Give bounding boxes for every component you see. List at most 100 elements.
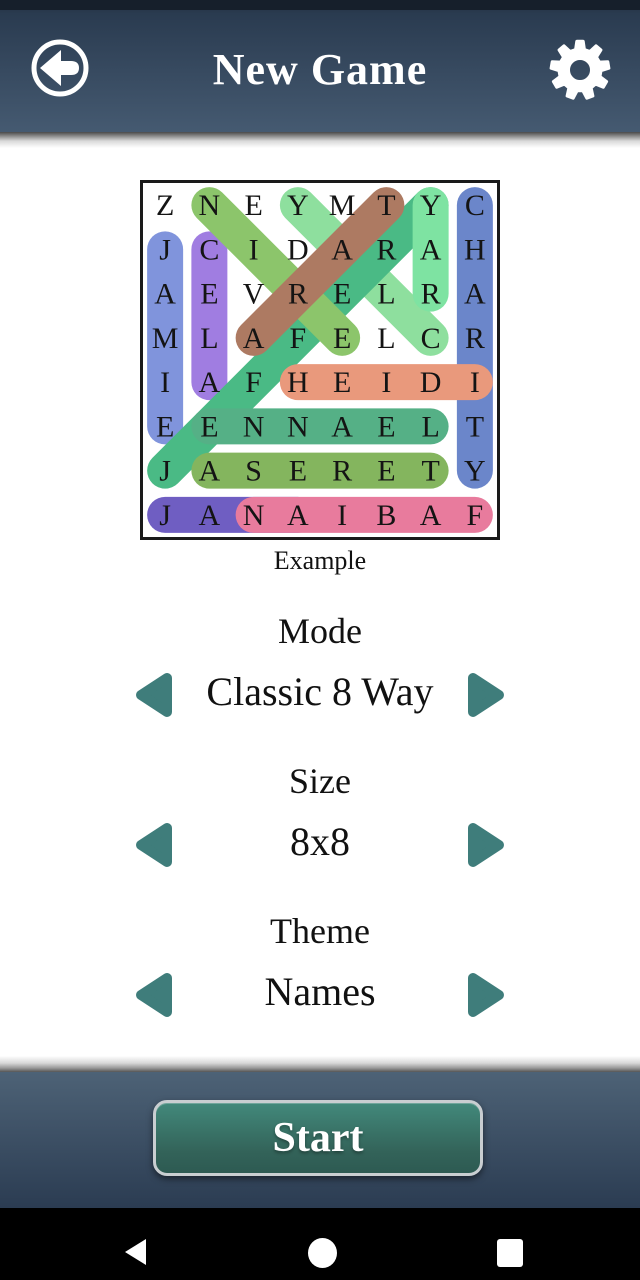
grid-letter: A (287, 499, 309, 532)
triangle-right-icon (468, 973, 504, 1017)
grid-letter: J (159, 233, 171, 266)
word-highlight-erin (191, 187, 361, 356)
example-caption: Example (273, 546, 367, 575)
grid-letter: R (376, 233, 396, 266)
back-button[interactable] (28, 36, 92, 100)
selector-size-prev-button[interactable] (131, 818, 175, 872)
grid-letter: E (289, 455, 307, 488)
grid-letter: F (245, 366, 262, 399)
header-separator (0, 132, 640, 148)
gear-icon-path (549, 39, 611, 100)
grid-letter: I (381, 366, 391, 399)
grid-letter: A (464, 278, 486, 311)
grid-letter: R (465, 322, 485, 355)
nav-back-button[interactable] (122, 1237, 148, 1270)
grid-letter: E (377, 455, 395, 488)
grid-letter: H (464, 233, 486, 266)
gear-icon (548, 39, 612, 105)
grid-letter: Y (464, 455, 486, 488)
selector-mode-prev-button[interactable] (131, 668, 175, 722)
grid-letter: R (421, 278, 441, 311)
grid-letter: M (152, 322, 179, 355)
triangle-right-icon (468, 673, 504, 717)
grid-letter: I (470, 366, 480, 399)
grid-letter: I (337, 499, 347, 532)
selector-theme-value: Names (264, 969, 376, 1014)
grid-letter: T (421, 455, 439, 488)
grid-letter: Y (420, 189, 442, 222)
grid-letter: C (465, 189, 485, 222)
grid-letter: A (199, 455, 221, 488)
grid-letter: Z (156, 189, 174, 222)
status-bar (0, 0, 640, 10)
grid-letter: L (377, 322, 395, 355)
grid-letter: E (377, 410, 395, 443)
back-arrow-circle-icon (28, 39, 92, 103)
grid-letter: D (287, 233, 309, 266)
word-highlight-tara (235, 187, 405, 356)
grid-letter: E (333, 278, 351, 311)
triangle-left-icon (136, 973, 172, 1017)
grid-letter: R (288, 278, 308, 311)
selector-theme-prev-button[interactable] (131, 968, 175, 1022)
grid-letter: J (159, 455, 171, 488)
grid-letter: N (199, 189, 221, 222)
grid-letter: S (245, 455, 262, 488)
triangle-right-icon (468, 823, 504, 867)
settings-button[interactable] (548, 38, 612, 102)
grid-letter: A (331, 410, 353, 443)
grid-letter: B (376, 499, 396, 532)
grid-letter: L (200, 322, 218, 355)
triangle-left-icon (136, 823, 172, 867)
grid-letter: L (377, 278, 395, 311)
grid-letter: A (154, 278, 176, 311)
grid-letter: A (243, 322, 265, 355)
header-bar (0, 0, 640, 132)
grid-letter: M (329, 189, 356, 222)
grid-letter: E (156, 410, 174, 443)
grid-letter: E (200, 410, 218, 443)
grid-letter: A (199, 499, 221, 532)
page-title: New Game (212, 45, 428, 94)
grid-letter: T (377, 189, 395, 222)
grid-letter: I (160, 366, 170, 399)
grid-letter: H (287, 366, 309, 399)
grid-letter: J (159, 499, 171, 532)
start-button-label: Start (272, 1115, 364, 1161)
selector-mode-value: Classic 8 Way (206, 669, 434, 714)
nav-recents-button[interactable] (497, 1239, 523, 1267)
grid-letter: N (287, 410, 309, 443)
grid-letter: L (421, 410, 439, 443)
grid-letter: V (243, 278, 265, 311)
grid-letter: Y (287, 189, 309, 222)
grid-letter: A (199, 366, 221, 399)
grid-letter: A (420, 233, 442, 266)
selector-size-next-button[interactable] (465, 818, 509, 872)
start-button[interactable]: Start (153, 1100, 483, 1176)
grid-letter: C (199, 233, 219, 266)
grid-letter: E (333, 322, 351, 355)
grid-letter: E (244, 189, 262, 222)
grid-letter: F (467, 499, 484, 532)
grid-letter: R (332, 455, 352, 488)
grid-letter: T (466, 410, 484, 443)
selector-size-label: Size (289, 761, 351, 801)
grid-letter: E (333, 366, 351, 399)
selector-size-value: 8x8 (290, 819, 350, 864)
grid-letter: F (290, 322, 307, 355)
selector-mode-label: Mode (278, 611, 362, 651)
grid-letter: A (331, 233, 353, 266)
grid-letter: D (420, 366, 442, 399)
grid-letter: E (200, 278, 218, 311)
footer-separator (0, 1056, 640, 1072)
grid-letter: I (249, 233, 259, 266)
selector-mode-next-button[interactable] (465, 668, 509, 722)
triangle-left-icon (125, 1239, 146, 1265)
grid-letter: N (243, 410, 265, 443)
nav-home-button[interactable] (308, 1238, 337, 1268)
selector-theme-next-button[interactable] (465, 968, 509, 1022)
grid-letter: C (421, 322, 441, 355)
grid-letter: A (420, 499, 442, 532)
